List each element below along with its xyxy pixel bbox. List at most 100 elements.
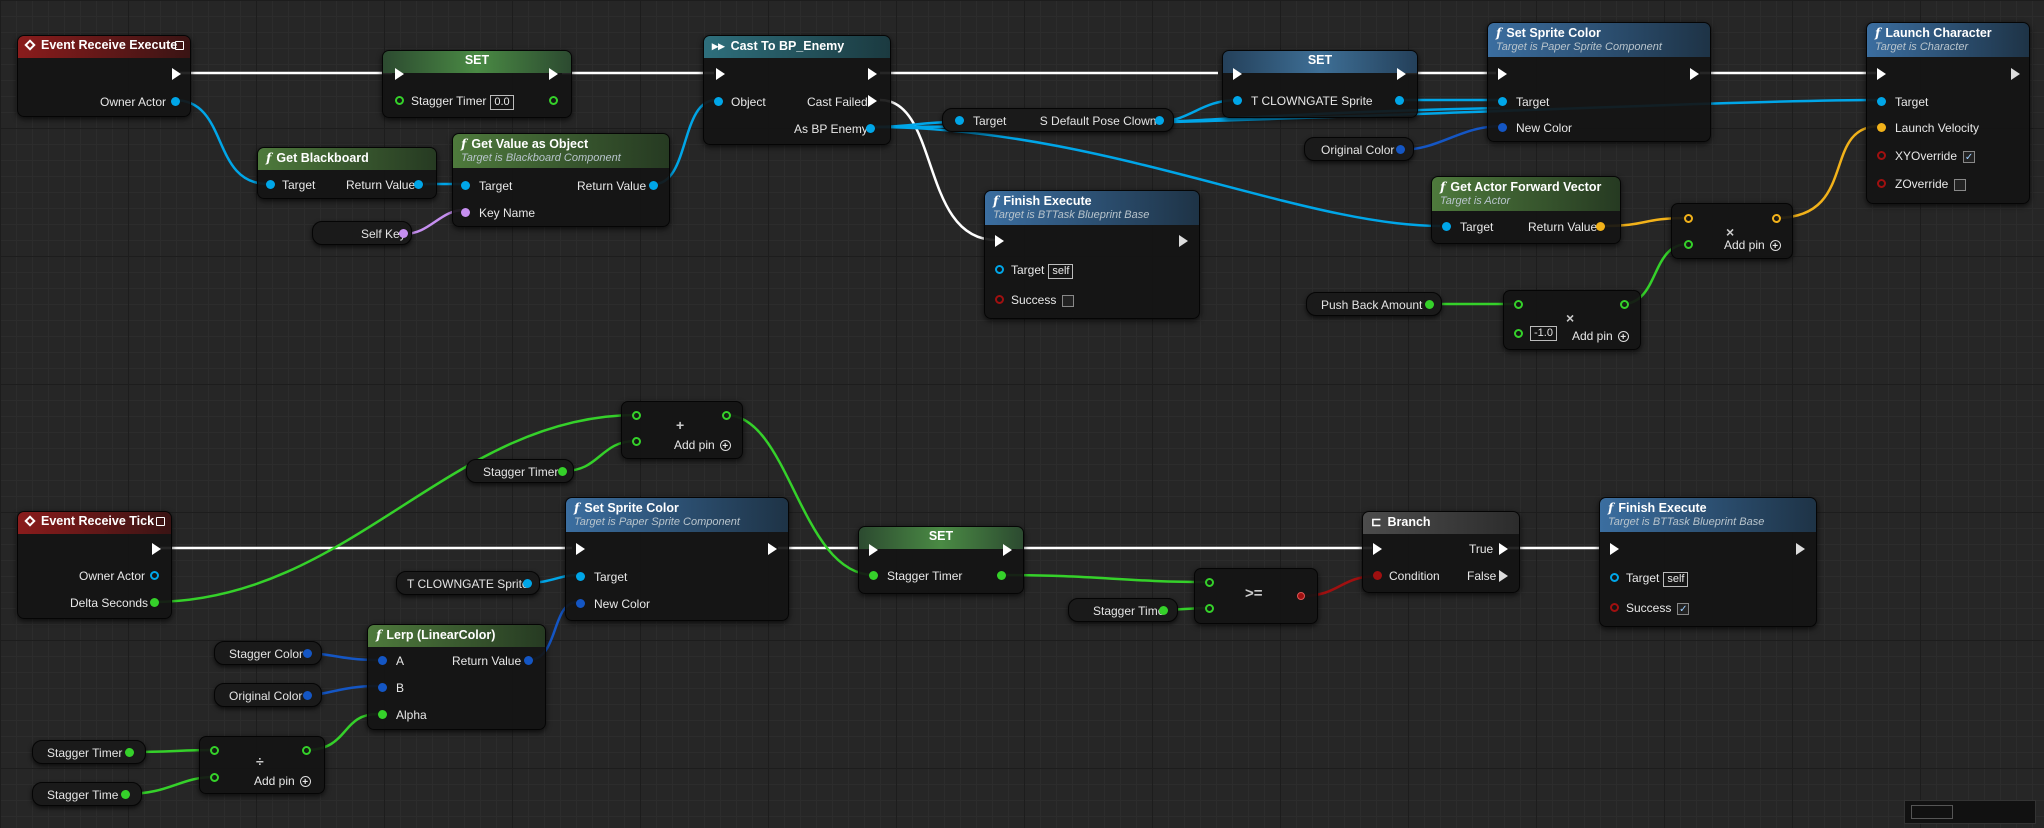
false-exec-pin[interactable] — [1499, 570, 1508, 582]
delta-seconds-pin[interactable] — [150, 598, 159, 607]
xy-override-pin[interactable] — [1877, 151, 1886, 160]
event-receive-execute-node[interactable]: Event Receive Execute Owner Actor — [17, 35, 191, 117]
add-pin-button[interactable]: Add pin+ — [254, 774, 311, 788]
exec-out-pin[interactable] — [152, 543, 161, 555]
condition-pin[interactable] — [1373, 571, 1382, 580]
return-value-pin[interactable] — [649, 181, 658, 190]
exec-in-pin[interactable] — [1610, 543, 1619, 555]
stagger-color-getter[interactable]: Stagger Color — [214, 641, 322, 665]
branch-node[interactable]: ⊏Branch True Condition False — [1362, 511, 1520, 593]
stagger-time-getter-bl[interactable]: Stagger Time — [32, 782, 142, 806]
exec-in-pin[interactable] — [1877, 68, 1886, 80]
stagger-timer-pin[interactable] — [558, 467, 567, 476]
clowngate-sprite-getter[interactable]: T CLOWNGATE Sprite — [396, 571, 540, 595]
exec-out-pin[interactable] — [172, 68, 181, 80]
result-pin[interactable] — [302, 746, 311, 755]
stagger-time-pin[interactable] — [1159, 606, 1168, 615]
divide-float-node[interactable]: ÷ Add pin+ — [199, 736, 325, 794]
stagger-timer-in-pin[interactable] — [869, 571, 878, 580]
float-b-pin[interactable] — [210, 773, 219, 782]
return-value-pin[interactable] — [524, 656, 533, 665]
return-value-pin[interactable] — [1596, 222, 1605, 231]
exec-out-pin[interactable] — [868, 68, 877, 80]
a-pin[interactable] — [378, 656, 387, 665]
exec-out-pin[interactable] — [1003, 544, 1012, 556]
new-color-pin[interactable] — [1498, 123, 1507, 132]
stagger-timer-pin[interactable] — [125, 748, 134, 757]
z-override-checkbox[interactable] — [1954, 178, 1967, 191]
success-pin[interactable] — [995, 295, 1004, 304]
target-pin[interactable] — [266, 180, 275, 189]
exec-out-pin[interactable] — [1796, 543, 1805, 555]
stagger-timer-value[interactable]: 0.0 — [490, 95, 514, 110]
stagger-timer-out-pin[interactable] — [997, 571, 1006, 580]
exec-out-pin[interactable] — [768, 543, 777, 555]
push-back-amount-getter[interactable]: Push Back Amount — [1306, 292, 1442, 316]
float-a-pin[interactable] — [1205, 578, 1214, 587]
as-bp-enemy-pin[interactable] — [866, 124, 875, 133]
exec-out-pin[interactable] — [1397, 68, 1406, 80]
z-override-pin[interactable] — [1877, 179, 1886, 188]
stagger-time-getter-mid[interactable]: Stagger Time — [1068, 598, 1178, 622]
result-pin[interactable] — [1772, 214, 1781, 223]
clowngate-sprite-pin[interactable] — [523, 579, 532, 588]
original-color-pin[interactable] — [303, 691, 312, 700]
target-pin[interactable] — [461, 181, 470, 190]
success-pin[interactable] — [1610, 603, 1619, 612]
b-pin[interactable] — [378, 683, 387, 692]
key-name-pin[interactable] — [461, 208, 470, 217]
original-color-pin[interactable] — [1396, 145, 1405, 154]
stagger-time-pin[interactable] — [121, 790, 130, 799]
xy-override-checkbox[interactable]: ✓ — [1963, 150, 1976, 163]
event-receive-tick-node[interactable]: Event Receive Tick Owner Actor Delta Sec… — [17, 511, 172, 619]
cast-to-bp-enemy-node[interactable]: ▸▸Cast To BP_Enemy Object Cast Failed As… — [703, 35, 891, 145]
launch-velocity-pin[interactable] — [1877, 123, 1886, 132]
alpha-pin[interactable] — [378, 710, 387, 719]
original-color-getter-top[interactable]: Original Color — [1304, 137, 1414, 161]
stagger-timer-out-pin[interactable] — [549, 96, 558, 105]
multiply-float-node[interactable]: -1.0 × Add pin+ — [1503, 290, 1641, 350]
multiply-vector-node[interactable]: × Add pin+ — [1671, 203, 1793, 259]
stagger-color-pin[interactable] — [303, 649, 312, 658]
add-pin-button[interactable]: Add pin+ — [1572, 329, 1629, 343]
float-b-pin[interactable] — [1684, 240, 1693, 249]
exec-out-pin[interactable] — [2011, 68, 2020, 80]
default-pose-clown-getter[interactable]: Target S Default Pose Clown — [942, 108, 1174, 132]
greater-equal-node[interactable]: >= — [1194, 568, 1318, 624]
success-checkbox[interactable]: ✓ — [1677, 602, 1690, 615]
clowngate-sprite-out-pin[interactable] — [1395, 96, 1404, 105]
push-back-amount-pin[interactable] — [1425, 300, 1434, 309]
stagger-timer-getter-bl[interactable]: Stagger Timer — [32, 740, 146, 764]
object-pin[interactable] — [714, 97, 723, 106]
target-pin[interactable] — [955, 116, 964, 125]
target-pin[interactable] — [576, 572, 585, 581]
float-a-pin[interactable] — [1514, 300, 1523, 309]
result-pin[interactable] — [722, 411, 731, 420]
float-a-pin[interactable] — [632, 411, 641, 420]
original-color-getter-bottom[interactable]: Original Color — [214, 683, 322, 707]
add-pin-button[interactable]: Add pin+ — [674, 438, 731, 452]
exec-out-pin[interactable] — [549, 68, 558, 80]
target-pin[interactable] — [1610, 573, 1619, 582]
exec-out-pin[interactable] — [1690, 68, 1699, 80]
self-key-pin[interactable] — [399, 229, 408, 238]
float-b-pin[interactable] — [1205, 604, 1214, 613]
add-float-node[interactable]: + Add pin+ — [621, 401, 743, 459]
new-color-pin[interactable] — [576, 599, 585, 608]
set-stagger-timer-bottom-node[interactable]: SET Stagger Timer — [858, 526, 1024, 594]
stagger-timer-in-pin[interactable] — [395, 96, 404, 105]
add-pin-button[interactable]: Add pin+ — [1724, 238, 1781, 252]
result-pin[interactable] — [1620, 300, 1629, 309]
exec-in-pin[interactable] — [1373, 543, 1382, 555]
default-pose-out-pin[interactable] — [1155, 116, 1164, 125]
float-b-pin[interactable] — [632, 437, 641, 446]
exec-in-pin[interactable] — [1233, 68, 1242, 80]
exec-in-pin[interactable] — [995, 235, 1004, 247]
